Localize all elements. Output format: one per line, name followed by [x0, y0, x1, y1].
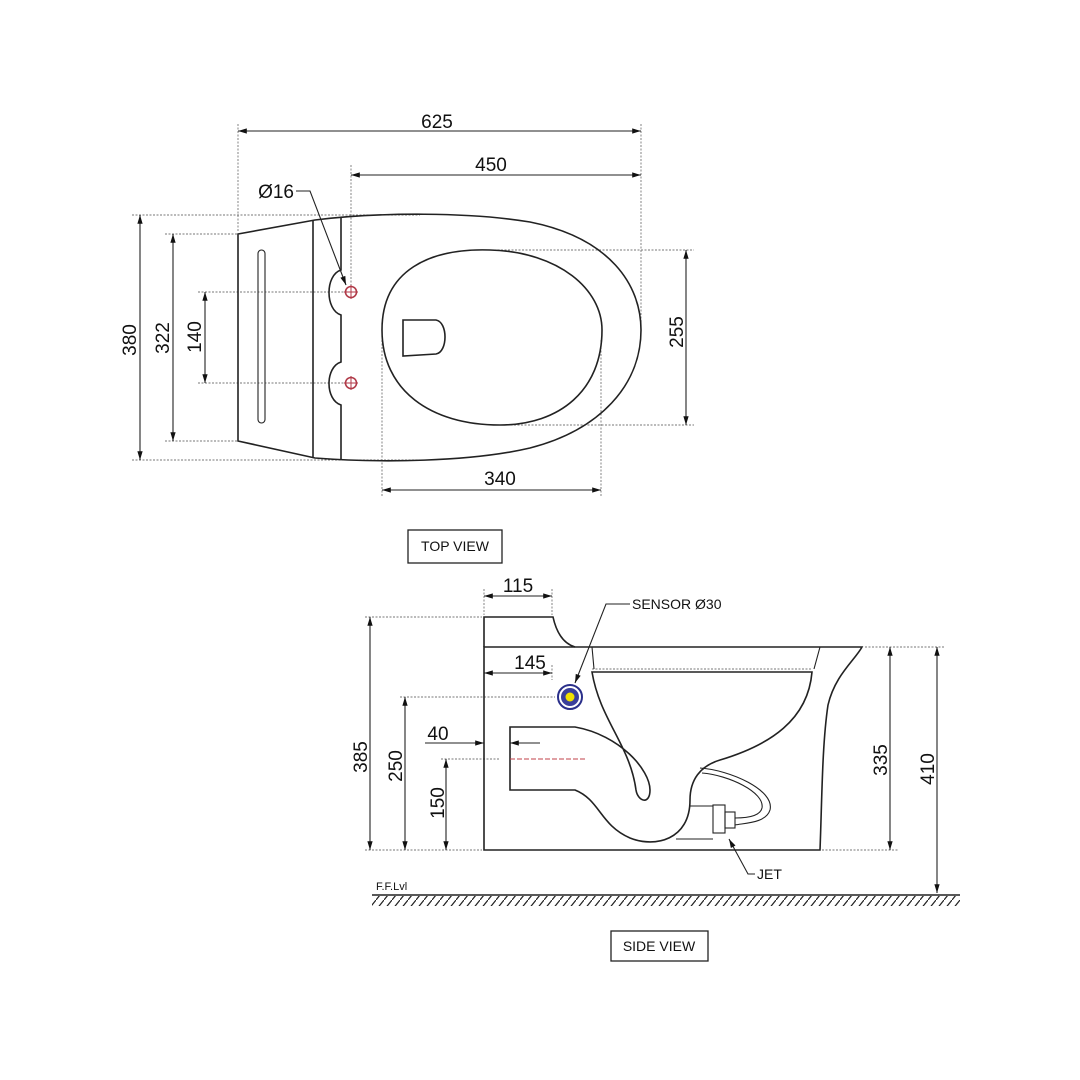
- floor-level-label: F.F.Lvl: [376, 881, 407, 893]
- extension-lines: [365, 589, 945, 851]
- dim-overall-width: 380: [120, 324, 141, 356]
- dim-rim-height: 410: [918, 753, 939, 785]
- tank-side: [483, 616, 576, 648]
- dim-outlet-height: 150: [428, 787, 449, 819]
- dim-outlet-offset: 40: [427, 724, 448, 745]
- dim-overall-height: 385: [351, 741, 372, 773]
- jet-label: JET: [757, 866, 782, 882]
- top-view: 625 450 Ø16 380 322 140 255 340 TOP VIEW: [120, 112, 694, 564]
- dim-overall-length: 625: [421, 112, 453, 133]
- bowl-side: [509, 671, 813, 843]
- toilet-outline-top: [237, 213, 642, 462]
- hole-diameter-label: Ø16: [258, 182, 294, 203]
- sensor-icon: [557, 684, 583, 710]
- dim-bowl-length: 450: [475, 155, 507, 176]
- drain-opening: [402, 319, 446, 357]
- dim-tank-depth: 115: [503, 576, 533, 597]
- dim-sensor-height: 250: [386, 750, 407, 782]
- mounting-hole-icon: [344, 285, 358, 299]
- dim-hole-spacing: 140: [185, 321, 206, 353]
- floor-hatch: [372, 894, 960, 906]
- side-view: 115 145 40 385 250 150 335 410 SENSOR Ø3…: [351, 576, 960, 962]
- top-view-title: TOP VIEW: [421, 538, 490, 554]
- side-view-title: SIDE VIEW: [623, 938, 696, 954]
- dim-sensor-offset: 145: [514, 653, 546, 674]
- tank-slot: [257, 249, 266, 424]
- jet-icon: [676, 767, 771, 840]
- side-view-title-box: [610, 930, 709, 962]
- sensor-label: SENSOR Ø30: [632, 596, 722, 612]
- toilet-body-side: [483, 646, 864, 851]
- bowl-opening: [381, 249, 603, 426]
- dim-tank-width: 322: [153, 322, 174, 354]
- mounting-hole-icon: [344, 376, 358, 390]
- dim-bowl-inner-length: 340: [484, 469, 516, 490]
- dim-bowl-height: 335: [871, 744, 892, 776]
- top-view-title-box: [407, 529, 503, 564]
- dim-bowl-inner-width: 255: [667, 316, 688, 348]
- extension-lines: [132, 124, 694, 496]
